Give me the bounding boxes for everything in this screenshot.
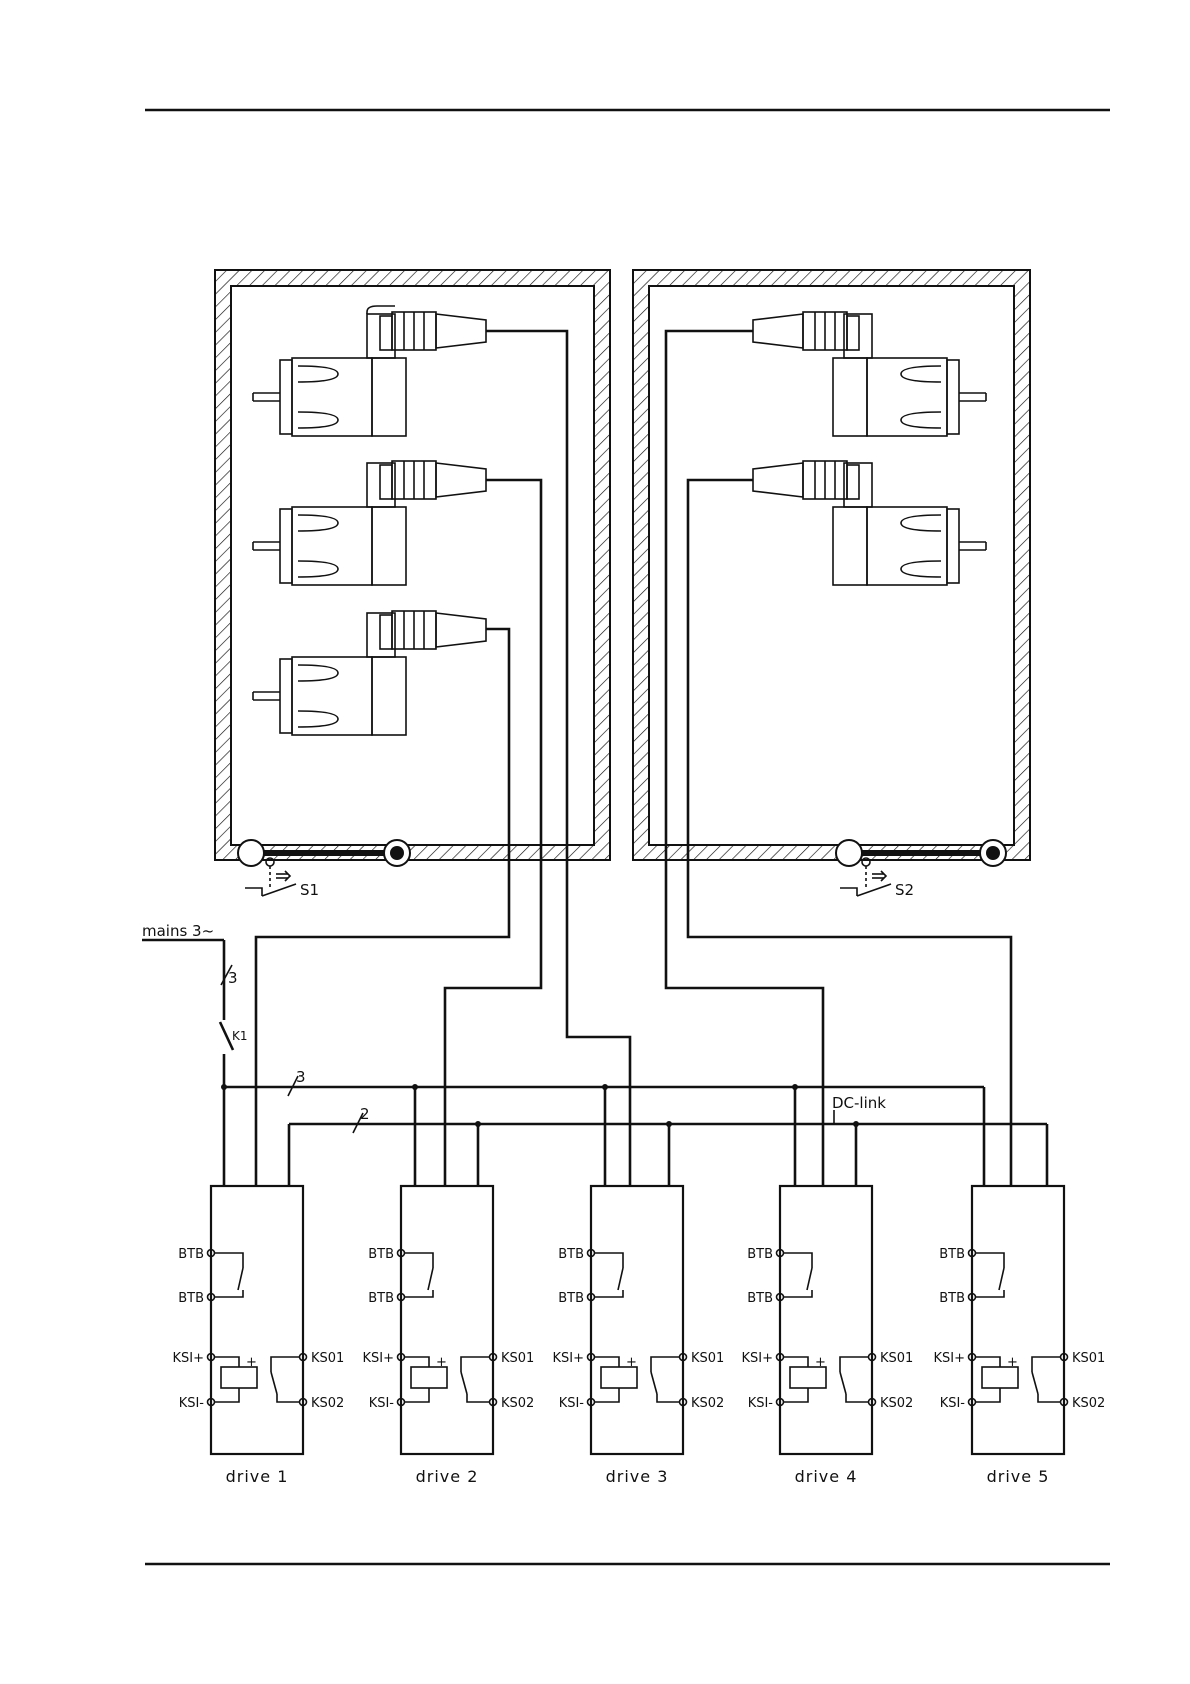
motor-2 (253, 461, 486, 585)
svg-text:+: + (436, 1355, 447, 1370)
drive-name-label: drive 5 (987, 1467, 1050, 1486)
enclosure-left (215, 270, 610, 866)
bus-dc-link: 2 DC-link (289, 1094, 1047, 1186)
drive-name-label: drive 4 (795, 1467, 858, 1486)
ksi-plus-label: KSI+ (552, 1351, 584, 1366)
ksi-plus-label: KSI+ (172, 1351, 204, 1366)
btb-bottom-label: BTB (368, 1291, 394, 1306)
s1-label: S1 (300, 881, 319, 899)
svg-text:+: + (815, 1355, 826, 1370)
drive-box (972, 1186, 1064, 1454)
btb-top-label: BTB (747, 1247, 773, 1262)
ksi-plus-label: KSI+ (362, 1351, 394, 1366)
kso1-label: KS01 (311, 1351, 344, 1366)
kso1-label: KS01 (1072, 1351, 1105, 1366)
drive-name-label: drive 3 (606, 1467, 669, 1486)
ksi-minus-label: KSI- (940, 1396, 966, 1411)
kso1-label: KS01 (691, 1351, 724, 1366)
mains-label: mains 3~ (142, 922, 214, 940)
kso2-label: KS02 (691, 1396, 724, 1411)
kso2-label: KS02 (1072, 1396, 1105, 1411)
kso2-label: KS02 (501, 1396, 534, 1411)
btb-top-label: BTB (178, 1247, 204, 1262)
btb-bottom-label: BTB (747, 1291, 773, 1306)
btb-bottom-label: BTB (558, 1291, 584, 1306)
mains-cable-count: 3 (228, 969, 238, 987)
drive-name-label: drive 1 (226, 1467, 289, 1486)
ksi-minus-label: KSI- (748, 1396, 774, 1411)
drive-box (591, 1186, 683, 1454)
drive-box (780, 1186, 872, 1454)
kso2-label: KS02 (311, 1396, 344, 1411)
ksi-minus-label: KSI- (369, 1396, 395, 1411)
kso1-label: KS01 (501, 1351, 534, 1366)
mains-feed: mains 3~ 3 K1 (142, 922, 248, 1186)
btb-bottom-label: BTB (939, 1291, 965, 1306)
svg-text:+: + (246, 1355, 257, 1370)
s2-label: S2 (895, 881, 914, 899)
dc-link-label: DC-link (832, 1094, 886, 1112)
drive-box (401, 1186, 493, 1454)
btb-top-label: BTB (558, 1247, 584, 1262)
ksi-minus-label: KSI- (559, 1396, 585, 1411)
svg-text:+: + (1007, 1355, 1018, 1370)
motor-1 (253, 306, 486, 436)
btb-bottom-label: BTB (178, 1291, 204, 1306)
svg-text:+: + (626, 1355, 637, 1370)
k1-label: K1 (232, 1029, 248, 1043)
kso2-label: KS02 (880, 1396, 913, 1411)
btb-top-label: BTB (939, 1247, 965, 1262)
btb-top-label: BTB (368, 1247, 394, 1262)
drive-box (211, 1186, 303, 1454)
ksi-plus-label: KSI+ (741, 1351, 773, 1366)
motor-3 (253, 611, 486, 735)
bus2-cable-count: 2 (360, 1105, 370, 1123)
bus3-cable-count: 3 (296, 1068, 306, 1086)
enclosure-right (633, 270, 1030, 866)
motor-5 (753, 461, 986, 585)
door-hinge-open (238, 840, 264, 866)
ksi-plus-label: KSI+ (933, 1351, 965, 1366)
motor-4 (753, 312, 986, 436)
bus-3-phase: 3 (221, 1068, 984, 1186)
ksi-minus-label: KSI- (179, 1396, 205, 1411)
kso1-label: KS01 (880, 1351, 913, 1366)
drive-name-label: drive 2 (416, 1467, 479, 1486)
